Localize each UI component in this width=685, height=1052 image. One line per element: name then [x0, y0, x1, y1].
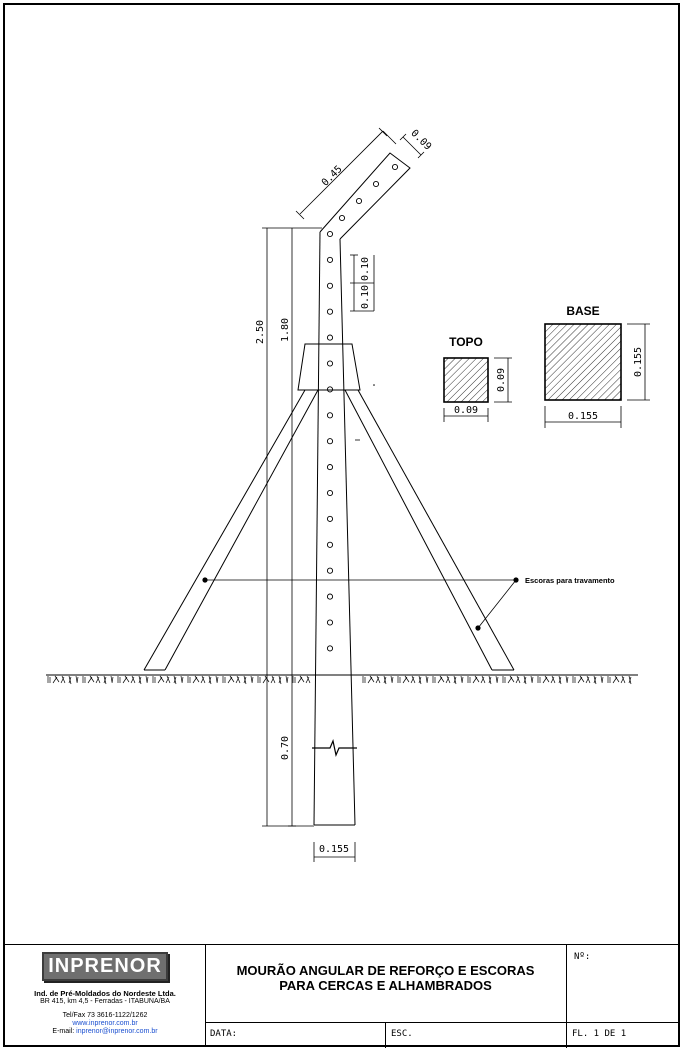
company-phone: Tel/Fax 73 3616-1122/1262	[62, 1012, 148, 1019]
drawing-title-line1: MOURÃO ANGULAR DE REFORÇO E ESCORAS	[236, 963, 535, 978]
post-hole	[326, 308, 334, 315]
topo-width-dim: 0.09	[454, 405, 478, 416]
drawing-title-cell: MOURÃO ANGULAR DE REFORÇO E ESCORAS PARA…	[205, 944, 567, 1022]
company-name: Ind. de Pré-Moldados do Nordeste Ltda.	[34, 989, 176, 998]
date-label: DATA:	[210, 1029, 238, 1039]
dim-base-width: 0.155	[319, 844, 349, 855]
post-hole	[326, 515, 334, 522]
post-hole	[326, 256, 334, 263]
braces	[143, 389, 515, 671]
post-hole	[372, 180, 380, 188]
company-email[interactable]: inprenor@inprenor.com.br	[76, 1028, 158, 1035]
section-base: BASE 0.155 0.155	[544, 304, 650, 428]
base-height-dim: 0.155	[633, 347, 644, 377]
company-website[interactable]: www.inprenor.com.br	[72, 1020, 138, 1027]
email-label: E-mail:	[52, 1028, 77, 1035]
dim-hole-spacing-2: 0.10	[360, 285, 371, 309]
post-hole	[326, 438, 334, 445]
post-hole	[326, 282, 334, 289]
company-address: BR 415, km 4,5 - Ferradas - ITABUNA/BA	[40, 998, 170, 1005]
topo-height-dim: 0.09	[496, 368, 507, 392]
dimension-labels: 0.45 0.09 2.50 1.80 0.70 0.10 0.10 0.155	[255, 128, 433, 855]
dim-total-height: 2.50	[255, 320, 266, 344]
sheet-label: FL. 1 DE 1	[572, 1029, 627, 1039]
base-title: BASE	[566, 304, 599, 318]
post-hole	[326, 541, 334, 548]
brace-annotation: Escoras para travamento	[202, 576, 615, 631]
post-hole	[326, 230, 334, 238]
section-topo: TOPO 0.09 0.09	[443, 335, 512, 422]
post-hole	[355, 197, 363, 205]
annotation-label: Escoras para travamento	[525, 576, 615, 585]
dim-buried: 0.70	[280, 736, 291, 760]
post-hole	[326, 464, 334, 471]
title-block-bottom-row: DATA: ESC. FL. 1 DE 1	[205, 1022, 680, 1048]
company-email-row: E-mail: inprenor@inprenor.com.br	[5, 1028, 205, 1036]
dim-top-length: 0.45	[320, 164, 345, 189]
scale-label: ESC.	[391, 1029, 413, 1039]
post-hole	[326, 593, 334, 600]
number-label: Nº:	[574, 952, 591, 962]
post-hole	[391, 163, 399, 171]
title-block: INPRENOR Ind. de Pré-Moldados do Nordest…	[5, 944, 680, 1048]
drawing-sheet-border	[3, 3, 680, 1047]
topo-title: TOPO	[449, 335, 483, 349]
post	[297, 152, 411, 826]
post-hole	[338, 214, 346, 222]
post-hole	[326, 334, 334, 341]
post-hole	[326, 412, 334, 419]
company-logo: INPRENOR	[42, 952, 168, 981]
post-hole	[326, 567, 334, 574]
post-hole	[326, 619, 334, 626]
post-holes	[326, 163, 399, 652]
dimension-lines	[262, 127, 425, 862]
dim-above-ground: 1.80	[280, 318, 291, 342]
base-width-dim: 0.155	[568, 411, 598, 422]
drawing-number-cell: Nº:	[566, 944, 680, 1022]
dim-top-width: 0.09	[408, 128, 433, 153]
company-cell: INPRENOR Ind. de Pré-Moldados do Nordest…	[5, 944, 206, 1047]
ground-line	[46, 674, 638, 685]
post-hole	[326, 489, 334, 497]
dim-hole-spacing-1: 0.10	[360, 257, 371, 281]
drawing-title-line2: PARA CERCAS E ALHAMBRADOS	[279, 978, 492, 993]
post-hole	[326, 645, 334, 652]
post-hole	[326, 360, 334, 367]
post-hole	[326, 386, 334, 393]
